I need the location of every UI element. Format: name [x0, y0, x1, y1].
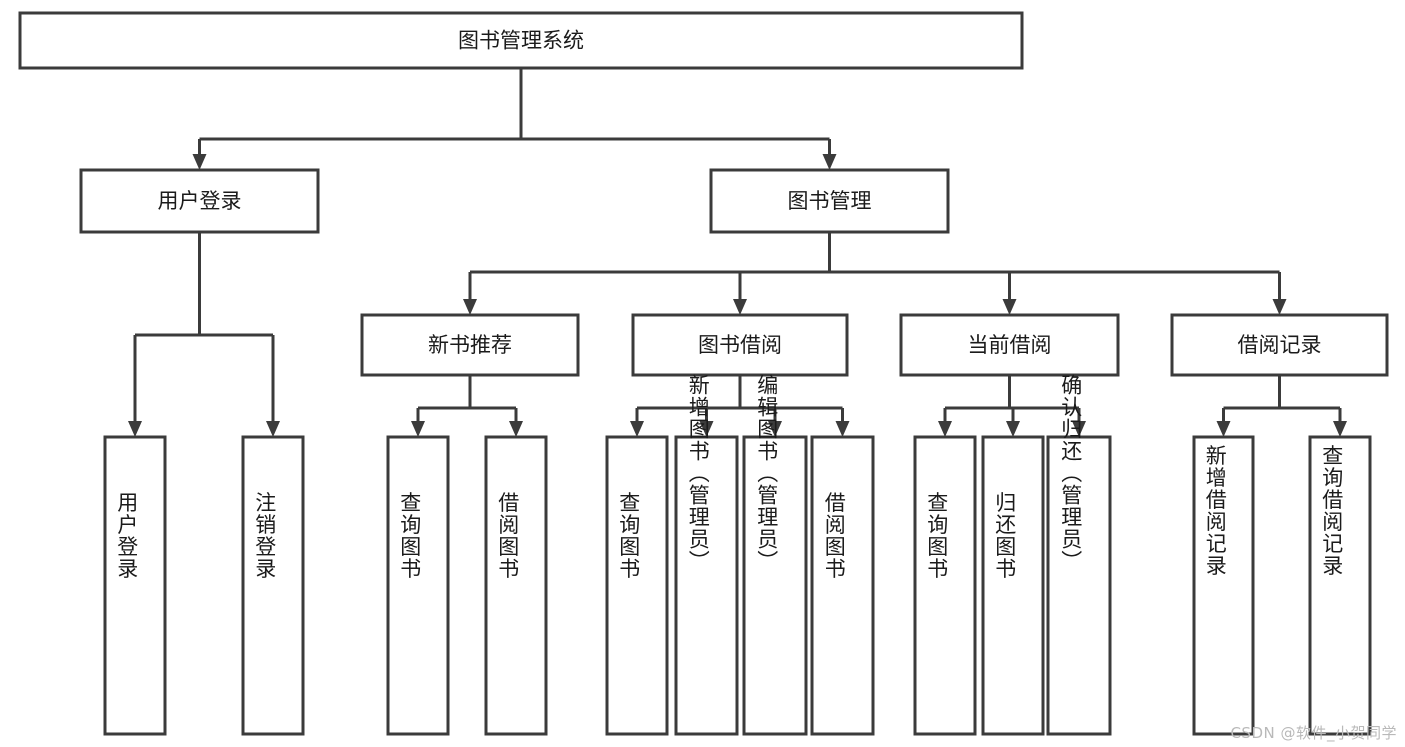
node-user-login-do[interactable]: 用户登录 — [103, 435, 167, 736]
node-label-bb-query-book: 查询图书 — [617, 492, 641, 580]
lvl3-2-arrow-1 — [1006, 421, 1020, 437]
node-label-user-login: 用户登录 — [158, 189, 242, 213]
node-br-add-record[interactable]: 新增借阅记录 — [1192, 435, 1255, 736]
node-label-cb-query-book: 查询图书 — [925, 492, 949, 580]
node-br-query-record[interactable]: 查询借阅记录 — [1308, 435, 1372, 736]
node-user-login[interactable]: 用户登录 — [79, 168, 320, 234]
node-bb-add-book[interactable]: 新增图书（管理员） — [674, 374, 739, 736]
node-label-nbr-query-book: 查询图书 — [398, 492, 422, 580]
node-box-br-query-record — [1308, 435, 1372, 736]
node-box-bb-add-book — [674, 435, 739, 736]
node-label-book-borrow: 图书借阅 — [698, 333, 782, 357]
node-book-management[interactable]: 图书管理 — [709, 168, 950, 234]
node-box-borrow-records — [1170, 313, 1389, 377]
lvl3-1-arrow-3 — [835, 421, 850, 437]
node-label-book-management: 图书管理 — [788, 189, 872, 213]
node-box-bb-query-book — [605, 435, 669, 736]
node-label-root: 图书管理系统 — [458, 29, 584, 53]
node-label-br-query-record: 查询借阅记录 — [1320, 445, 1344, 577]
diagram-nodes: 图书管理系统用户登录图书管理用户登录注销登录新书推荐图书借阅当前借阅借阅记录查询… — [18, 11, 1389, 736]
node-bb-query-book[interactable]: 查询图书 — [605, 435, 669, 736]
user-login-arrow-0 — [128, 421, 142, 437]
node-label-bb-edit-book: 编辑图书（管理员） — [755, 374, 779, 572]
node-cb-query-book[interactable]: 查询图书 — [913, 435, 977, 736]
node-root[interactable]: 图书管理系统 — [18, 11, 1024, 70]
node-label-nbr-borrow-book: 借阅图书 — [496, 492, 520, 580]
user-login-arrow-1 — [266, 421, 280, 437]
node-user-logout[interactable]: 注销登录 — [241, 435, 305, 736]
node-label-borrow-records: 借阅记录 — [1238, 333, 1322, 357]
node-box-br-add-record — [1192, 435, 1255, 736]
csdn-watermark: CSDN @软件_小贺同学 — [1230, 724, 1397, 742]
node-nbr-query-book[interactable]: 查询图书 — [386, 435, 450, 736]
node-label-br-add-record: 新增借阅记录 — [1203, 445, 1227, 577]
node-box-book-management — [709, 168, 950, 234]
node-cb-return-book[interactable]: 归还图书 — [981, 435, 1045, 736]
node-bb-edit-book[interactable]: 编辑图书（管理员） — [742, 374, 808, 736]
node-box-root — [18, 11, 1024, 70]
node-box-cb-query-book — [913, 435, 977, 736]
node-book-borrow[interactable]: 图书借阅 — [631, 313, 849, 377]
node-box-cb-confirm-return — [1046, 435, 1112, 736]
node-box-user-login-do — [103, 435, 167, 736]
node-borrow-records[interactable]: 借阅记录 — [1170, 313, 1389, 377]
node-box-book-borrow — [631, 313, 849, 377]
book-management-arrow-3 — [1272, 299, 1287, 315]
node-box-user-logout — [241, 435, 305, 736]
node-label-cb-return-book: 归还图书 — [993, 492, 1017, 580]
lvl3-1-arrow-0 — [630, 421, 644, 437]
lvl3-3-arrow-1 — [1333, 421, 1347, 437]
node-label-bb-add-book: 新增图书（管理员） — [686, 374, 710, 572]
node-current-borrow[interactable]: 当前借阅 — [899, 313, 1120, 377]
node-cb-confirm-return[interactable]: 确认归还（管理员） — [1046, 374, 1112, 736]
lvl3-0-arrow-1 — [509, 421, 523, 437]
node-label-current-borrow: 当前借阅 — [968, 333, 1052, 357]
node-box-nbr-borrow-book — [484, 435, 548, 736]
node-label-bb-borrow-book: 借阅图书 — [822, 492, 846, 580]
node-box-bb-borrow-book — [810, 435, 875, 736]
root-arrow-0 — [192, 154, 207, 170]
node-bb-borrow-book[interactable]: 借阅图书 — [810, 435, 875, 736]
book-management-arrow-2 — [1002, 299, 1017, 315]
lvl3-1-arrow-1 — [699, 421, 714, 437]
node-box-user-login — [79, 168, 320, 234]
book-management-arrow-0 — [463, 299, 477, 315]
node-box-current-borrow — [899, 313, 1120, 377]
node-label-new-book-recommend: 新书推荐 — [428, 333, 512, 357]
node-label-user-login-do: 用户登录 — [115, 492, 139, 580]
lvl3-1-arrow-2 — [768, 421, 782, 437]
lvl3-0-arrow-0 — [411, 421, 425, 437]
root-arrow-1 — [822, 154, 837, 170]
lvl3-2-arrow-0 — [938, 421, 952, 437]
connector-lines — [128, 68, 1347, 437]
book-management-arrow-1 — [733, 299, 747, 315]
node-nbr-borrow-book[interactable]: 借阅图书 — [484, 435, 548, 736]
node-label-user-logout: 注销登录 — [253, 492, 277, 580]
node-box-new-book-recommend — [360, 313, 580, 377]
lvl3-3-arrow-0 — [1216, 421, 1231, 437]
node-new-book-recommend[interactable]: 新书推荐 — [360, 313, 580, 377]
node-box-cb-return-book — [981, 435, 1045, 736]
node-label-cb-confirm-return: 确认归还（管理员） — [1059, 374, 1083, 572]
lvl3-2-arrow-2 — [1072, 421, 1086, 437]
node-box-bb-edit-book — [742, 435, 808, 736]
node-box-nbr-query-book — [386, 435, 450, 736]
